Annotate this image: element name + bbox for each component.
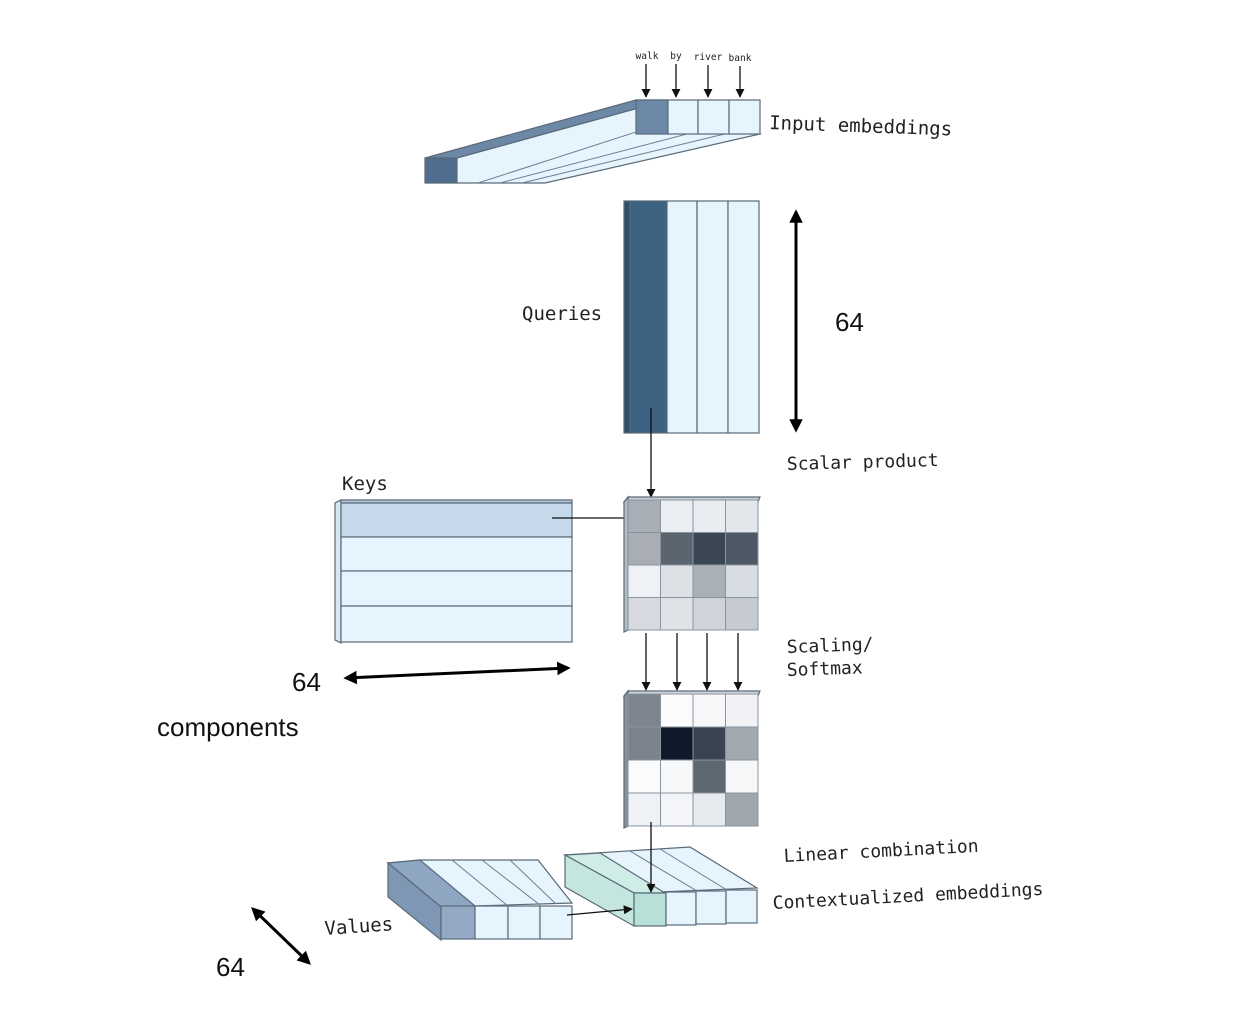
input-embeddings-label: Input embeddings — [769, 112, 953, 140]
score-cell-1-3 — [725, 532, 759, 566]
contextualized-block — [562, 846, 759, 928]
score-cell-1-1 — [660, 532, 694, 566]
values-dimension-label: 64 — [216, 952, 245, 982]
token-bank: bank — [729, 53, 752, 64]
softmax-cell-0-0 — [627, 693, 661, 728]
queries-block — [623, 200, 760, 434]
score-cell-0-2 — [692, 499, 726, 533]
token-river: river — [694, 52, 723, 63]
softmax-cell-3-1 — [660, 792, 694, 827]
softmax-cell-2-1 — [660, 759, 694, 794]
score-cell-3-0 — [627, 597, 661, 631]
score-cell-3-1 — [660, 597, 694, 631]
scaling-label: Scaling/ — [786, 634, 873, 658]
values-dimension-arrow — [251, 907, 311, 965]
values-block — [386, 859, 574, 942]
softmax-cell-2-0 — [627, 759, 661, 794]
keys-block — [334, 499, 573, 644]
scalar-product-label: Scalar product — [787, 450, 939, 475]
linear-combination-label: Linear combination — [783, 836, 979, 867]
values-to-context-arrow — [566, 905, 633, 916]
softmax-cell-1-1 — [660, 726, 694, 761]
softmax-cell-0-1 — [660, 693, 694, 728]
score-cell-0-3 — [725, 499, 759, 533]
score-cell-1-2 — [692, 532, 726, 566]
score-cell-2-1 — [660, 564, 694, 598]
score-cell-0-0 — [627, 499, 661, 533]
score-cell-1-0 — [627, 532, 661, 566]
input-embeddings-block — [424, 99, 763, 184]
score-cell-3-2 — [692, 597, 726, 631]
softmax-arrows — [641, 633, 743, 691]
queries-dimension-label: 64 — [835, 307, 864, 337]
score-matrix — [622, 495, 761, 633]
token-walk: walk — [636, 51, 659, 62]
token-labels: walk by river bank — [636, 51, 752, 98]
softmax-cell-2-3 — [725, 759, 759, 794]
contextualized-embeddings-label: Contextualized embeddings — [772, 879, 1044, 914]
score-cell-2-3 — [725, 564, 759, 598]
softmax-cell-3-3 — [725, 792, 759, 827]
softmax-cell-2-2 — [692, 759, 726, 794]
score-cell-2-0 — [627, 564, 661, 598]
softmax-cell-0-2 — [692, 693, 726, 728]
softmax-label: Softmax — [786, 657, 863, 681]
queries-label: Queries — [522, 303, 602, 325]
softmax-cell-0-3 — [725, 693, 759, 728]
keys-dimension-label: 64 — [292, 667, 321, 697]
softmax-cell-3-0 — [627, 792, 661, 827]
softmax-matrix — [622, 689, 761, 829]
score-cell-0-1 — [660, 499, 694, 533]
components-label: components — [157, 712, 299, 742]
token-by: by — [670, 51, 682, 62]
softmax-cell-1-3 — [725, 726, 759, 761]
keys-label: Keys — [342, 473, 388, 495]
values-label: Values — [324, 913, 394, 940]
softmax-cell-1-0 — [627, 726, 661, 761]
score-cell-2-2 — [692, 564, 726, 598]
score-cell-3-3 — [725, 597, 759, 631]
softmax-cell-3-2 — [692, 792, 726, 827]
keys-dimension-arrow — [343, 661, 571, 685]
softmax-cell-1-2 — [692, 726, 726, 761]
